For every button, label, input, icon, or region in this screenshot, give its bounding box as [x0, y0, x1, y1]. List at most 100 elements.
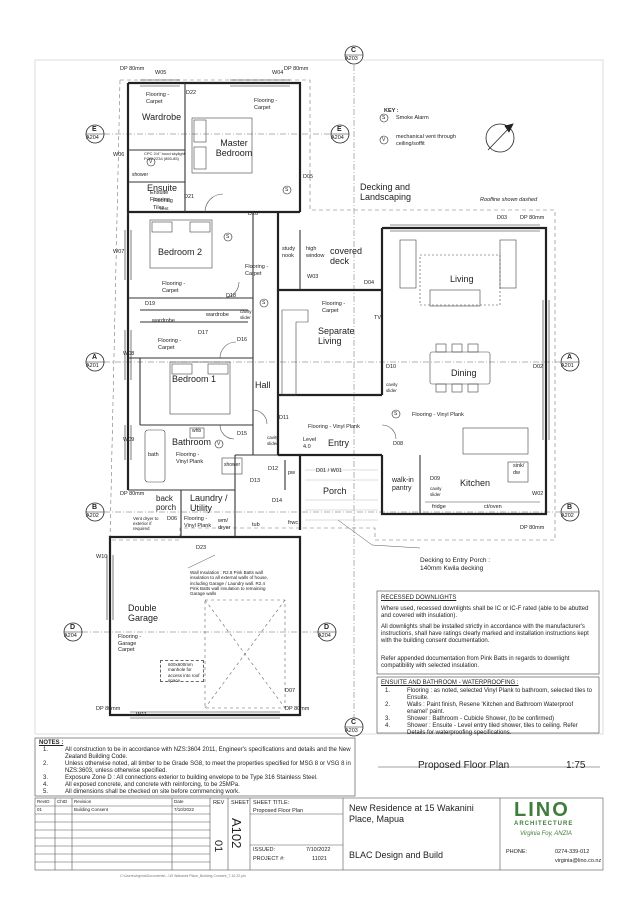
bath-fixture [144, 427, 243, 483]
tb-logo: LINO [514, 799, 570, 821]
flooring-hall: Flooring - Carpet [245, 264, 269, 277]
tb-issued: 7/10/2022 [306, 847, 331, 853]
tb-rev-number: 01 [212, 840, 224, 853]
room-master-bedroom: Master Bedroom [215, 138, 253, 158]
waterproof-box [376, 676, 600, 734]
grid-d-left-ref: A204 [64, 633, 77, 639]
revision-cell [55, 806, 72, 814]
note-item-number: 1. [43, 747, 49, 753]
room-covered-deck: covered deck [330, 246, 363, 266]
code-w02: W02 [532, 491, 544, 497]
decking-porch-note: Decking to Entry Porch : 140mm Kwila dec… [420, 557, 491, 572]
dp-right-1: DP 80mm [520, 215, 545, 221]
grid-b-left-ref: A202 [86, 513, 99, 519]
note-item: 4.All exposed concrete, and concrete wit… [39, 782, 351, 789]
grid-c-bot-letter: C [351, 719, 357, 726]
key-smoke-label: Smoke Alarm [396, 115, 429, 121]
grid-lines [82, 65, 560, 720]
code-d20: D20 [248, 211, 259, 217]
room-entry: Entry [328, 438, 350, 448]
note-item-number: 5. [43, 789, 49, 795]
tb-rev-label: REV [213, 800, 225, 806]
porch-leader [337, 519, 421, 549]
code-shower: shower [224, 462, 241, 468]
room-ensuite: Ensuite [147, 183, 178, 193]
flooring-bathroom: Flooring - Vinyl Plank [176, 452, 204, 465]
code-d13: D13 [250, 478, 261, 484]
manhole-note: 600x600mm manhole for access into roof s… [168, 662, 200, 683]
revision-cell: Building Consent [74, 807, 109, 812]
revision-header-cell: Revision [74, 799, 92, 804]
code-d04: D04 [364, 280, 375, 286]
dp-bottom-right: DP 80mm [285, 706, 310, 712]
grid-c-top-ref: A203 [345, 56, 358, 62]
waterproof-item: 1.Flooring : as noted, selected Vinyl Pl… [381, 688, 595, 702]
dp-bottom-left: DP 80mm [96, 706, 121, 712]
code-d12: D12 [268, 466, 279, 472]
note-item-text: All construction to be in accordance wit… [65, 747, 351, 760]
dp-left: DP 80mm [120, 491, 145, 497]
tb-project-label: PROJECT #: [253, 856, 285, 862]
file-path: C:\Users\virginia\Documents\...\15 Wakan… [120, 874, 246, 878]
code-frwc: frwc [288, 520, 299, 526]
code-d07: D07 [285, 688, 296, 694]
waterproof-item-number: 4. [385, 723, 391, 729]
code-d10: D10 [386, 364, 397, 370]
kitchen-island [425, 427, 540, 503]
windows [106, 79, 550, 719]
code-w08: W08 [123, 351, 135, 357]
note-item-number: 2. [43, 761, 49, 767]
code-fridge: fridge [432, 504, 446, 510]
code-d15: D15 [237, 431, 248, 437]
note-item: 3.Exposure Zone D : All connections exte… [39, 775, 351, 782]
code-d09: D09 [430, 476, 441, 482]
code-tv: TV [374, 315, 382, 321]
code-d21: D21 [184, 194, 195, 200]
wall-insulation-note: Wall Insulation : R2.8 Pink Batts wall i… [190, 570, 269, 597]
revision-header-cell: RevID [37, 799, 50, 804]
room-separate-living: Separate Living [318, 326, 355, 346]
room-living: Living [450, 274, 474, 284]
code-d22: D22 [186, 90, 197, 96]
code-d23: D23 [196, 545, 207, 551]
tb-sheet-label: SHEET [231, 800, 250, 806]
code-cavity-3: cavity slider [430, 486, 442, 497]
grid-e-left-letter: E [92, 126, 97, 133]
tb-phone-label: PHONE: [506, 849, 528, 855]
room-wardrobe: Wardrobe [142, 112, 182, 122]
dp-top-right: DP 80mm [284, 66, 309, 72]
tb-architect: Virginia Foy, ANZIA [520, 831, 572, 837]
waterproof-item: 2.Walls : Paint finish, Resene 'Kitchen … [381, 702, 595, 716]
key-vent-label: mechanical vent through ceiling/soffit [396, 134, 456, 147]
grid-e-right-letter: E [337, 126, 342, 133]
note-item: 1. All construction to be in accordance w… [39, 747, 351, 761]
code-cavity-1: cavity slider [267, 435, 279, 446]
code-tub: tub [252, 522, 260, 528]
flooring-bedroom1: Flooring - Carpet [158, 338, 182, 351]
code-w11: W11 [136, 712, 147, 718]
key-vent-symbol: V [382, 137, 386, 143]
grid-b-right-ref: A202 [561, 513, 574, 519]
flooring-entry: Flooring - Vinyl Plank [308, 424, 360, 430]
grid-b-right-letter: B [567, 504, 573, 511]
flooring-ensuite: Ensuite Flooring [150, 190, 170, 203]
dp-top-left: DP 80mm [120, 66, 145, 72]
room-walk-in-pantry: walk-in pantry [392, 477, 414, 492]
title-block-frame [34, 797, 604, 871]
tb-project-name: New Residence at 15 Wakanini Place, Mapu… [349, 803, 474, 824]
code-vent: vent [160, 206, 169, 211]
code-sink: sink/ dw [513, 463, 525, 476]
waterproof-list: 1.Flooring : as noted, selected Vinyl Pl… [381, 688, 595, 737]
code-cavity-4: cavity slider [240, 309, 252, 320]
note-item-text: All exposed concrete, and concrete with … [65, 782, 240, 788]
revision-header-cell: Date [174, 799, 184, 804]
flooring-garage: Flooring - Garage Carpet [118, 634, 142, 653]
room-hall: Hall [255, 380, 271, 390]
code-w05: W05 [155, 70, 167, 76]
room-bedroom-2: Bedroom 2 [158, 247, 203, 257]
code-wm-dryer: wm/ dryer [218, 518, 231, 531]
code-d08: D08 [393, 441, 404, 447]
tb-email: virginia@lino.co.nz [555, 858, 602, 864]
